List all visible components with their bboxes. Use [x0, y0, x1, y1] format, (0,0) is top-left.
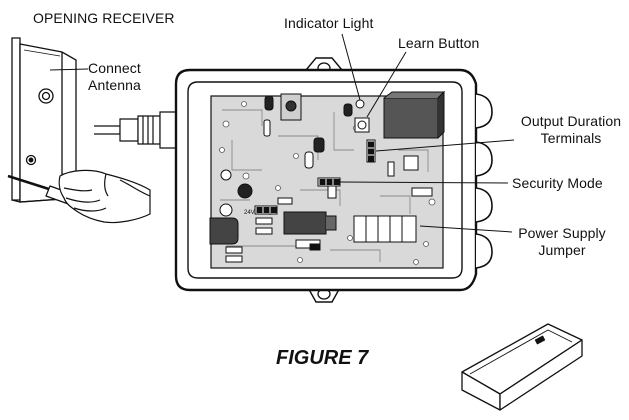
- connect-antenna-label: Connect Antenna: [88, 60, 152, 94]
- power-supply-jumper-label: Power Supply Jumper: [514, 225, 610, 259]
- hand-with-screwdriver: [7, 169, 151, 224]
- output-duration-terminals-label: Output Duration Terminals: [516, 113, 626, 147]
- opening-receiver-label: OPENING RECEIVER: [33, 10, 175, 26]
- figure-title: FIGURE 7: [276, 347, 369, 369]
- volt-marking: 24V: [244, 210, 255, 216]
- learn-button-label: Learn Button: [398, 35, 480, 51]
- output-duration-line1: Output Duration: [520, 113, 622, 129]
- output-duration-line2: Terminals: [540, 130, 602, 146]
- connect-antenna-line2: Antenna: [88, 77, 141, 93]
- power-supply-line2: Jumper: [538, 242, 586, 258]
- circuit-board: 24V: [209, 90, 446, 269]
- indicator-light-label: Indicator Light: [284, 15, 374, 31]
- connect-antenna-line1: Connect: [88, 60, 141, 76]
- remote-transmitter: [461, 323, 583, 411]
- security-mode-label: Security Mode: [512, 175, 603, 191]
- opener-housing: [11, 37, 77, 203]
- leader-lines: [49, 33, 515, 233]
- power-supply-line1: Power Supply: [518, 225, 606, 241]
- antenna-connector: [94, 111, 179, 149]
